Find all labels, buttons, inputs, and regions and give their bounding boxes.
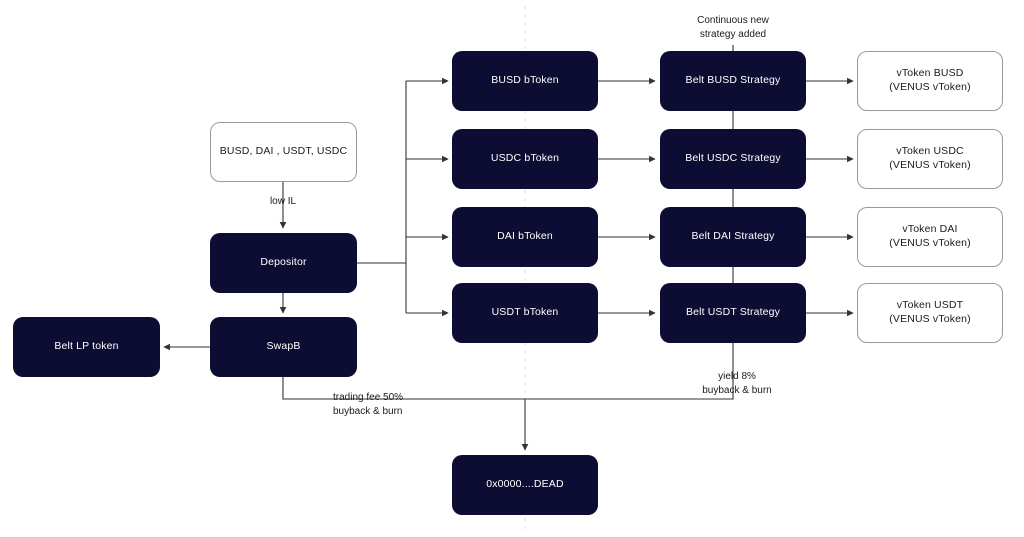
node-dead-address[interactable]: 0x0000....DEAD bbox=[452, 455, 598, 515]
node-assets-input-label: BUSD, DAI , USDT, USDC bbox=[219, 145, 348, 158]
node-btoken-1[interactable]: USDC bToken bbox=[452, 129, 598, 189]
node-btoken-1-label: USDC bToken bbox=[490, 152, 560, 165]
node-btoken-0-label: BUSD bToken bbox=[491, 74, 559, 87]
node-belt-lp-token-label: Belt LP token bbox=[54, 340, 119, 353]
node-strategy-2[interactable]: Belt DAI Strategy bbox=[660, 207, 806, 267]
node-vtoken-1-label: vToken USDC (VENUS vToken) bbox=[889, 145, 971, 171]
annotation-low-il: low IL bbox=[269, 196, 297, 207]
node-vtoken-0[interactable]: vToken BUSD (VENUS vToken) bbox=[857, 51, 1003, 111]
node-strategy-1-label: Belt USDC Strategy bbox=[685, 152, 781, 165]
node-btoken-0[interactable]: BUSD bToken bbox=[452, 51, 598, 111]
node-belt-lp-token[interactable]: Belt LP token bbox=[13, 317, 160, 377]
node-dead-address-label: 0x0000....DEAD bbox=[486, 478, 564, 491]
node-vtoken-3[interactable]: vToken USDT (VENUS vToken) bbox=[857, 283, 1003, 343]
node-depositor[interactable]: Depositor bbox=[210, 233, 357, 293]
node-vtoken-2[interactable]: vToken DAI (VENUS vToken) bbox=[857, 207, 1003, 267]
node-swapb-label: SwapB bbox=[266, 340, 301, 353]
node-strategy-3-label: Belt USDT Strategy bbox=[685, 306, 781, 319]
node-vtoken-1[interactable]: vToken USDC (VENUS vToken) bbox=[857, 129, 1003, 189]
node-swapb[interactable]: SwapB bbox=[210, 317, 357, 377]
node-vtoken-3-label: vToken USDT (VENUS vToken) bbox=[889, 299, 971, 325]
node-depositor-label: Depositor bbox=[260, 256, 307, 269]
annotation-yield: yield 8% buyback & burn bbox=[702, 371, 772, 396]
node-strategy-0[interactable]: Belt BUSD Strategy bbox=[660, 51, 806, 111]
node-btoken-3-label: USDT bToken bbox=[491, 306, 559, 319]
node-assets-input[interactable]: BUSD, DAI , USDT, USDC bbox=[210, 122, 357, 182]
node-vtoken-2-label: vToken DAI (VENUS vToken) bbox=[889, 223, 971, 249]
node-strategy-1[interactable]: Belt USDC Strategy bbox=[660, 129, 806, 189]
node-btoken-2-label: DAI bToken bbox=[497, 230, 553, 243]
annotation-trading-fee: trading fee 50% buyback & burn bbox=[333, 392, 404, 417]
node-strategy-3[interactable]: Belt USDT Strategy bbox=[660, 283, 806, 343]
annotation-continuous-strategy: Continuous new strategy added bbox=[697, 15, 769, 40]
node-vtoken-0-label: vToken BUSD (VENUS vToken) bbox=[889, 67, 971, 93]
node-btoken-3[interactable]: USDT bToken bbox=[452, 283, 598, 343]
node-strategy-2-label: Belt DAI Strategy bbox=[691, 230, 775, 243]
node-strategy-0-label: Belt BUSD Strategy bbox=[685, 74, 781, 87]
node-btoken-2[interactable]: DAI bToken bbox=[452, 207, 598, 267]
